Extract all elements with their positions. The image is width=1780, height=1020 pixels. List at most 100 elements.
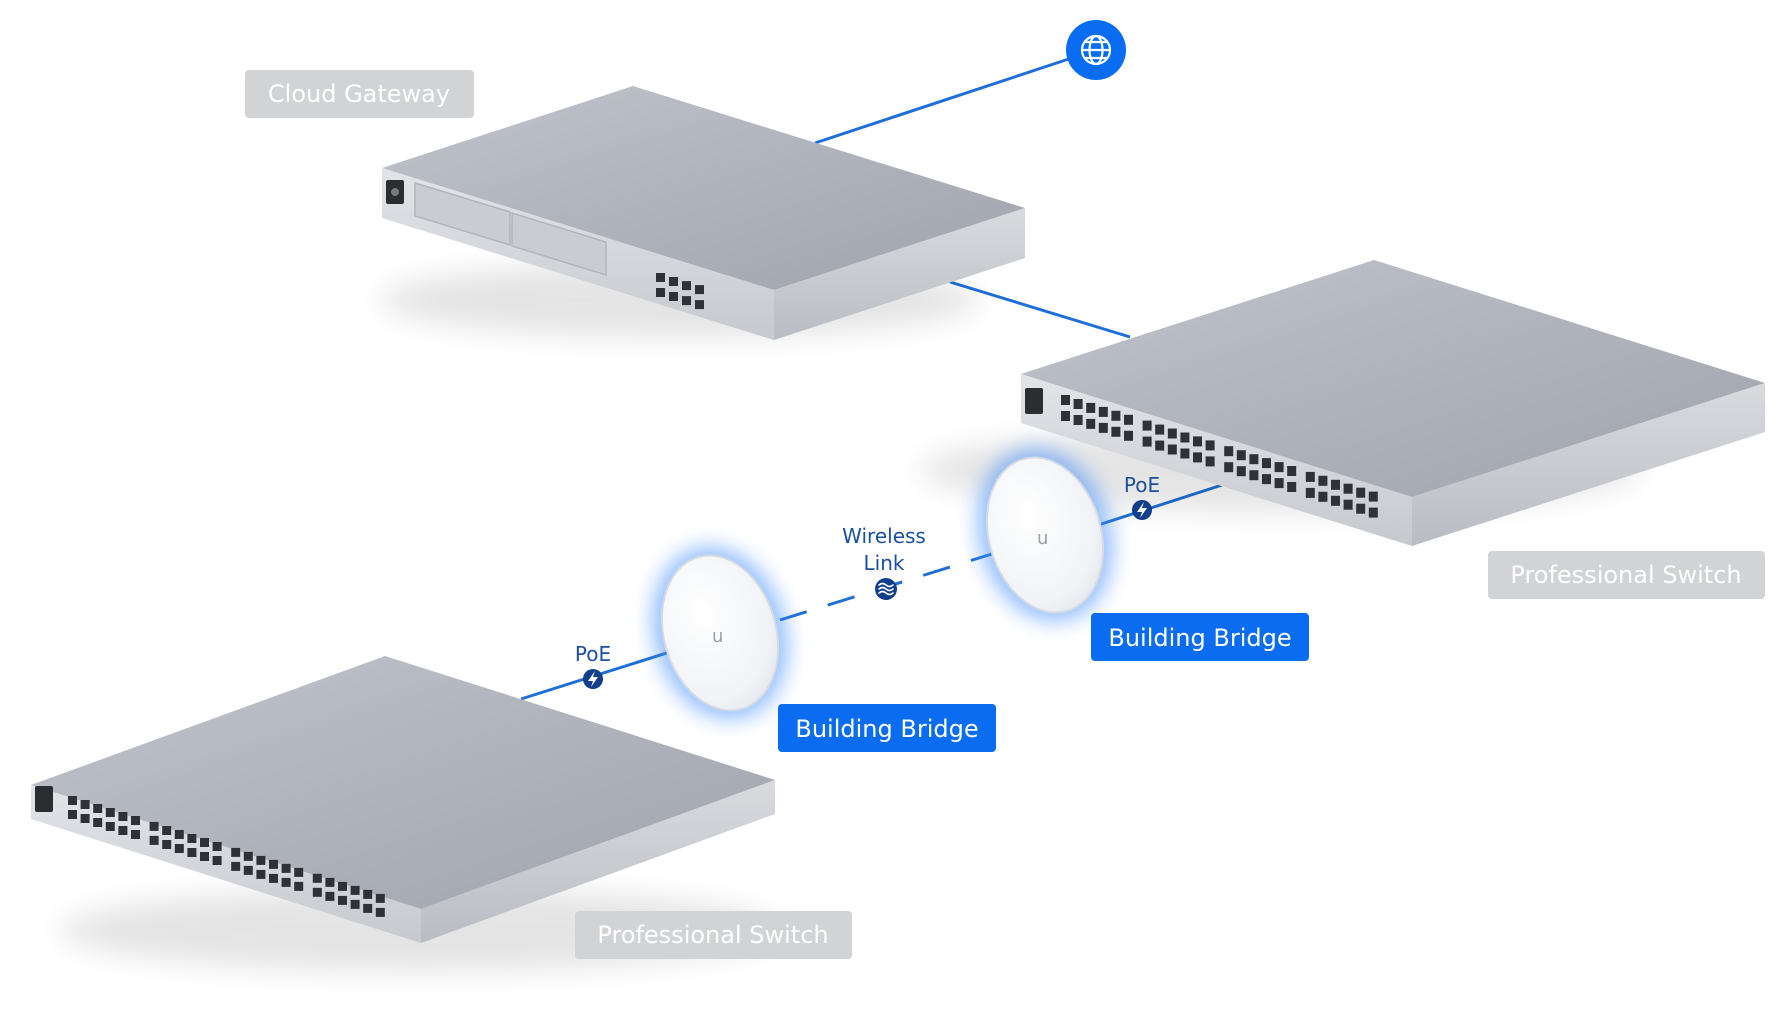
ethernet-port xyxy=(669,277,678,286)
ethernet-port xyxy=(1167,444,1177,455)
device-side xyxy=(774,208,1025,340)
ethernet-port xyxy=(1111,426,1121,437)
ethernet-port xyxy=(1356,503,1366,514)
ethernet-port xyxy=(149,835,159,845)
ethernet-port xyxy=(1249,470,1259,481)
bridge-body xyxy=(660,554,780,712)
ethernet-port xyxy=(1205,440,1215,451)
ethernet-port xyxy=(1167,428,1177,439)
ethernet-port xyxy=(118,826,128,835)
ethernet-port xyxy=(174,830,184,839)
ethernet-port xyxy=(1180,448,1190,459)
ethernet-port xyxy=(350,885,360,895)
ethernet-port xyxy=(1224,446,1234,457)
ethernet-port xyxy=(93,818,103,827)
ethernet-port xyxy=(1368,491,1378,502)
ethernet-port xyxy=(1142,420,1152,431)
ethernet-port xyxy=(200,852,209,861)
cloud-gateway-label: Cloud Gateway xyxy=(268,80,450,108)
internet-node xyxy=(1066,20,1126,80)
ethernet-port xyxy=(256,869,266,879)
device-top xyxy=(31,656,775,909)
poe-badge-left xyxy=(583,669,603,689)
ethernet-port xyxy=(1111,410,1121,421)
ethernet-port xyxy=(338,881,347,891)
ethernet-port xyxy=(1155,440,1165,451)
ethernet-port xyxy=(243,865,253,875)
ethernet-port xyxy=(212,842,222,851)
ethernet-port xyxy=(1331,495,1340,506)
ethernet-port xyxy=(243,851,253,861)
ethernet-port xyxy=(669,292,678,301)
bridge-left-tag: Building Bridge xyxy=(778,704,996,752)
ethernet-port xyxy=(1124,430,1133,441)
ethernet-port xyxy=(1073,399,1083,409)
poe-badge-right xyxy=(1132,500,1152,520)
ethernet-port xyxy=(269,873,278,883)
professional-switch-right xyxy=(920,260,1765,546)
ethernet-port xyxy=(656,273,665,282)
ethernet-port xyxy=(80,814,90,823)
switch-left-label: Professional Switch xyxy=(597,921,828,949)
ethernet-port xyxy=(1305,487,1315,498)
cloud-gateway-tag: Cloud Gateway xyxy=(245,70,474,118)
drive-bay-1 xyxy=(414,181,511,247)
wireless-label-line2: Link xyxy=(864,551,905,575)
gateway-switch-link xyxy=(949,280,1131,339)
ethernet-port xyxy=(1180,432,1190,443)
ethernet-port xyxy=(1274,462,1284,473)
ethernet-port xyxy=(212,856,222,865)
power-button-ring xyxy=(391,188,399,196)
bridge-logo: u xyxy=(712,626,723,647)
switch-ports xyxy=(1061,395,1378,518)
ethernet-port xyxy=(1262,458,1271,469)
device-side xyxy=(421,780,775,943)
ethernet-port xyxy=(312,887,322,897)
gateway-ports xyxy=(656,273,704,310)
ethernet-port xyxy=(682,296,691,306)
building-bridge-right: u xyxy=(977,448,1113,622)
device-top xyxy=(1021,260,1765,497)
ethernet-port xyxy=(187,834,197,843)
device-side xyxy=(1412,383,1765,546)
ethernet-port xyxy=(1331,479,1340,490)
ethernet-port xyxy=(200,838,209,847)
ethernet-port xyxy=(325,877,335,887)
wireless-wave-icon xyxy=(878,582,894,596)
ethernet-port xyxy=(1086,402,1096,413)
ethernet-port xyxy=(695,300,704,310)
lightning-bolt-icon xyxy=(1137,502,1147,518)
switch-right-tag: Professional Switch xyxy=(1488,551,1765,599)
ethernet-port xyxy=(1098,422,1108,433)
lightning-bolt-icon xyxy=(588,671,598,687)
ethernet-port xyxy=(350,899,360,909)
ethernet-port xyxy=(1262,474,1271,485)
ethernet-port xyxy=(656,288,665,297)
switch-ports xyxy=(68,796,385,917)
ethernet-port xyxy=(1249,454,1259,465)
wireless-badge xyxy=(875,578,897,600)
ethernet-port xyxy=(1274,478,1284,489)
ethernet-port xyxy=(1236,466,1246,477)
ethernet-port xyxy=(131,830,140,839)
ethernet-port xyxy=(1343,483,1353,494)
ethernet-port xyxy=(1236,450,1246,461)
ethernet-port xyxy=(118,812,128,821)
ethernet-port xyxy=(1193,452,1202,463)
bridge-right-label: Building Bridge xyxy=(1108,624,1291,652)
ethernet-port xyxy=(149,821,159,831)
poe-label-left: PoE xyxy=(575,642,611,666)
bridge-right-tag: Building Bridge xyxy=(1091,613,1309,661)
globe-icon xyxy=(1080,34,1112,66)
ethernet-port xyxy=(338,895,347,905)
internet-link xyxy=(814,48,1097,145)
switch-left-tag: Professional Switch xyxy=(575,911,852,959)
ethernet-port xyxy=(1343,499,1353,510)
bridge-body xyxy=(985,456,1105,614)
ethernet-port xyxy=(1287,482,1297,492)
ethernet-port xyxy=(1224,462,1234,473)
ethernet-port xyxy=(187,848,197,857)
ethernet-port xyxy=(231,847,241,857)
ethernet-port xyxy=(1086,418,1096,429)
